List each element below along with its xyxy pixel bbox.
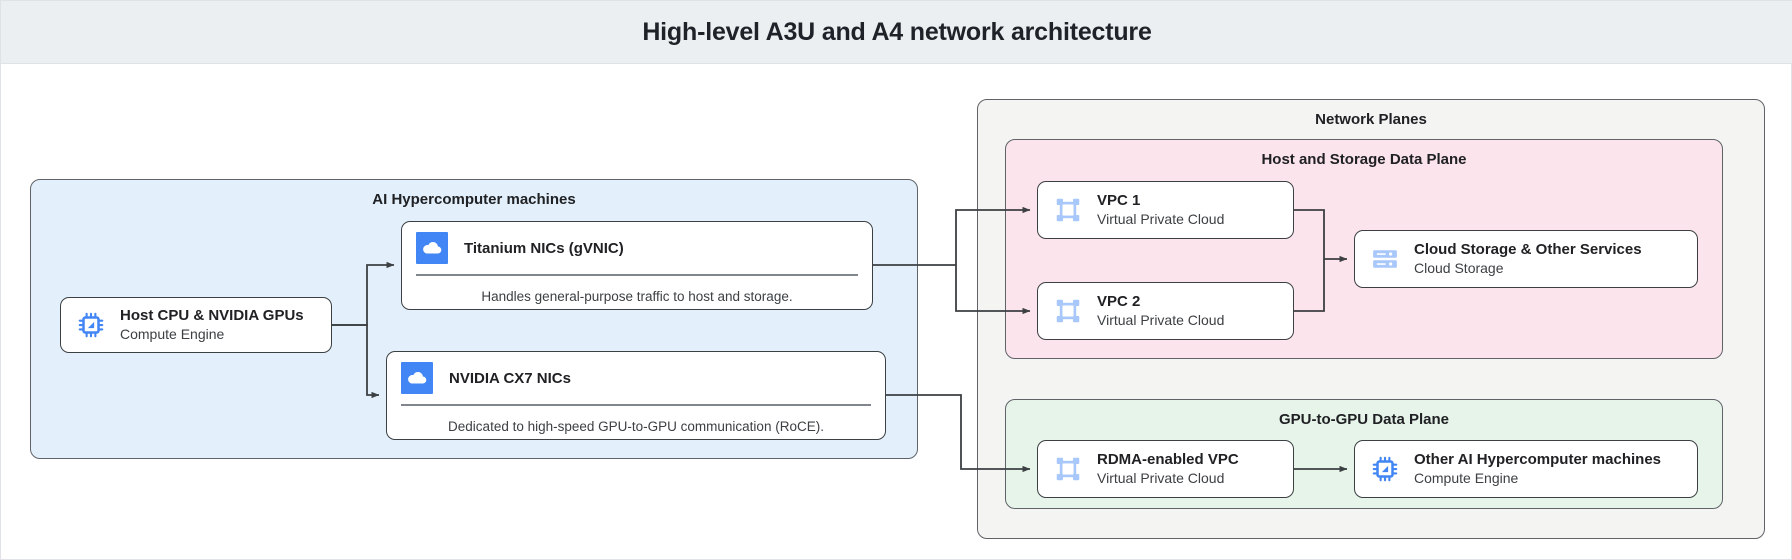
cx7-nics-divider: [401, 404, 871, 406]
cloud-icon: [401, 362, 433, 394]
cx7-nics-title: NVIDIA CX7 NICs: [449, 369, 571, 387]
cx7-nics-head: NVIDIA CX7 NICs: [387, 352, 885, 404]
node-cloud-storage-text: Cloud Storage & Other Services Cloud Sto…: [1414, 241, 1642, 278]
node-title: RDMA-enabled VPC: [1097, 450, 1239, 468]
page-header: High-level A3U and A4 network architectu…: [1, 1, 1792, 64]
node-cloud-storage[interactable]: Cloud Storage & Other Services Cloud Sto…: [1354, 230, 1698, 288]
storage-rack-icon: [1369, 243, 1401, 275]
vpc-icon: [1052, 453, 1084, 485]
node-rdma-vpc-text: RDMA-enabled VPC Virtual Private Cloud: [1097, 451, 1239, 488]
node-vpc-1-text: VPC 1 Virtual Private Cloud: [1097, 192, 1224, 229]
node-title: Cloud Storage & Other Services: [1414, 240, 1642, 258]
edge-cx7-to-rdma-vpc: [886, 394, 1031, 473]
node-subtitle: Cloud Storage: [1414, 260, 1504, 277]
edge-titanium-to-vpc1: [955, 206, 1031, 265]
edge-vpc2-to-storage: [1294, 259, 1325, 312]
cloud-icon: [416, 232, 448, 264]
page-title: High-level A3U and A4 network architectu…: [642, 17, 1152, 46]
titanium-nics-caption: Handles general-purpose traffic to host …: [481, 288, 793, 304]
edge-host-to-titanium: [332, 261, 395, 326]
edge-titanium-to-vpc2: [955, 265, 1031, 315]
node-subtitle: Virtual Private Cloud: [1097, 211, 1225, 228]
node-titanium-nics[interactable]: Titanium NICs (gVNIC) Handles general-pu…: [401, 221, 873, 310]
node-nvidia-cx7-nics[interactable]: NVIDIA CX7 NICs Dedicated to high-speed …: [386, 351, 886, 440]
cx7-nics-caption: Dedicated to high-speed GPU-to-GPU commu…: [448, 418, 824, 434]
node-subtitle: Virtual Private Cloud: [1097, 470, 1225, 487]
vpc-icon: [1052, 194, 1084, 226]
node-host-cpu-gpus-text: Host CPU & NVIDIA GPUs Compute Engine: [120, 307, 304, 344]
vpc-icon: [1052, 295, 1084, 327]
node-title: Host CPU & NVIDIA GPUs: [120, 306, 304, 324]
gpu-plane-title: GPU-to-GPU Data Plane: [1278, 411, 1450, 428]
host-storage-plane-title: Host and Storage Data Plane: [1261, 151, 1467, 168]
machines-panel-title: AI Hypercomputer machines: [372, 191, 576, 208]
node-subtitle: Compute Engine: [120, 326, 225, 343]
node-other-ai-machines[interactable]: Other AI Hypercomputer machines Compute …: [1354, 440, 1698, 498]
node-vpc-2[interactable]: VPC 2 Virtual Private Cloud: [1037, 282, 1294, 340]
cpu-chip-icon: [75, 309, 107, 341]
node-host-cpu-gpus[interactable]: Host CPU & NVIDIA GPUs Compute Engine: [60, 297, 332, 353]
node-subtitle: Virtual Private Cloud: [1097, 312, 1225, 329]
titanium-nics-head: Titanium NICs (gVNIC): [402, 222, 872, 274]
edge-vpc1-to-storage: [1294, 209, 1348, 263]
network-planes-title: Network Planes: [1315, 111, 1427, 128]
node-vpc-2-text: VPC 2 Virtual Private Cloud: [1097, 293, 1224, 330]
cpu-chip-icon: [1369, 453, 1401, 485]
node-title: VPC 2: [1097, 292, 1141, 310]
node-other-ai-machines-text: Other AI Hypercomputer machines Compute …: [1414, 451, 1661, 488]
titanium-nics-divider: [416, 274, 858, 276]
node-rdma-vpc[interactable]: RDMA-enabled VPC Virtual Private Cloud: [1037, 440, 1294, 498]
node-title: Other AI Hypercomputer machines: [1414, 450, 1662, 468]
node-vpc-1[interactable]: VPC 1 Virtual Private Cloud: [1037, 181, 1294, 239]
node-subtitle: Compute Engine: [1414, 470, 1519, 487]
node-title: VPC 1: [1097, 191, 1141, 209]
titanium-nics-title: Titanium NICs (gVNIC): [464, 239, 624, 257]
edge-host-to-cx7: [332, 324, 380, 399]
